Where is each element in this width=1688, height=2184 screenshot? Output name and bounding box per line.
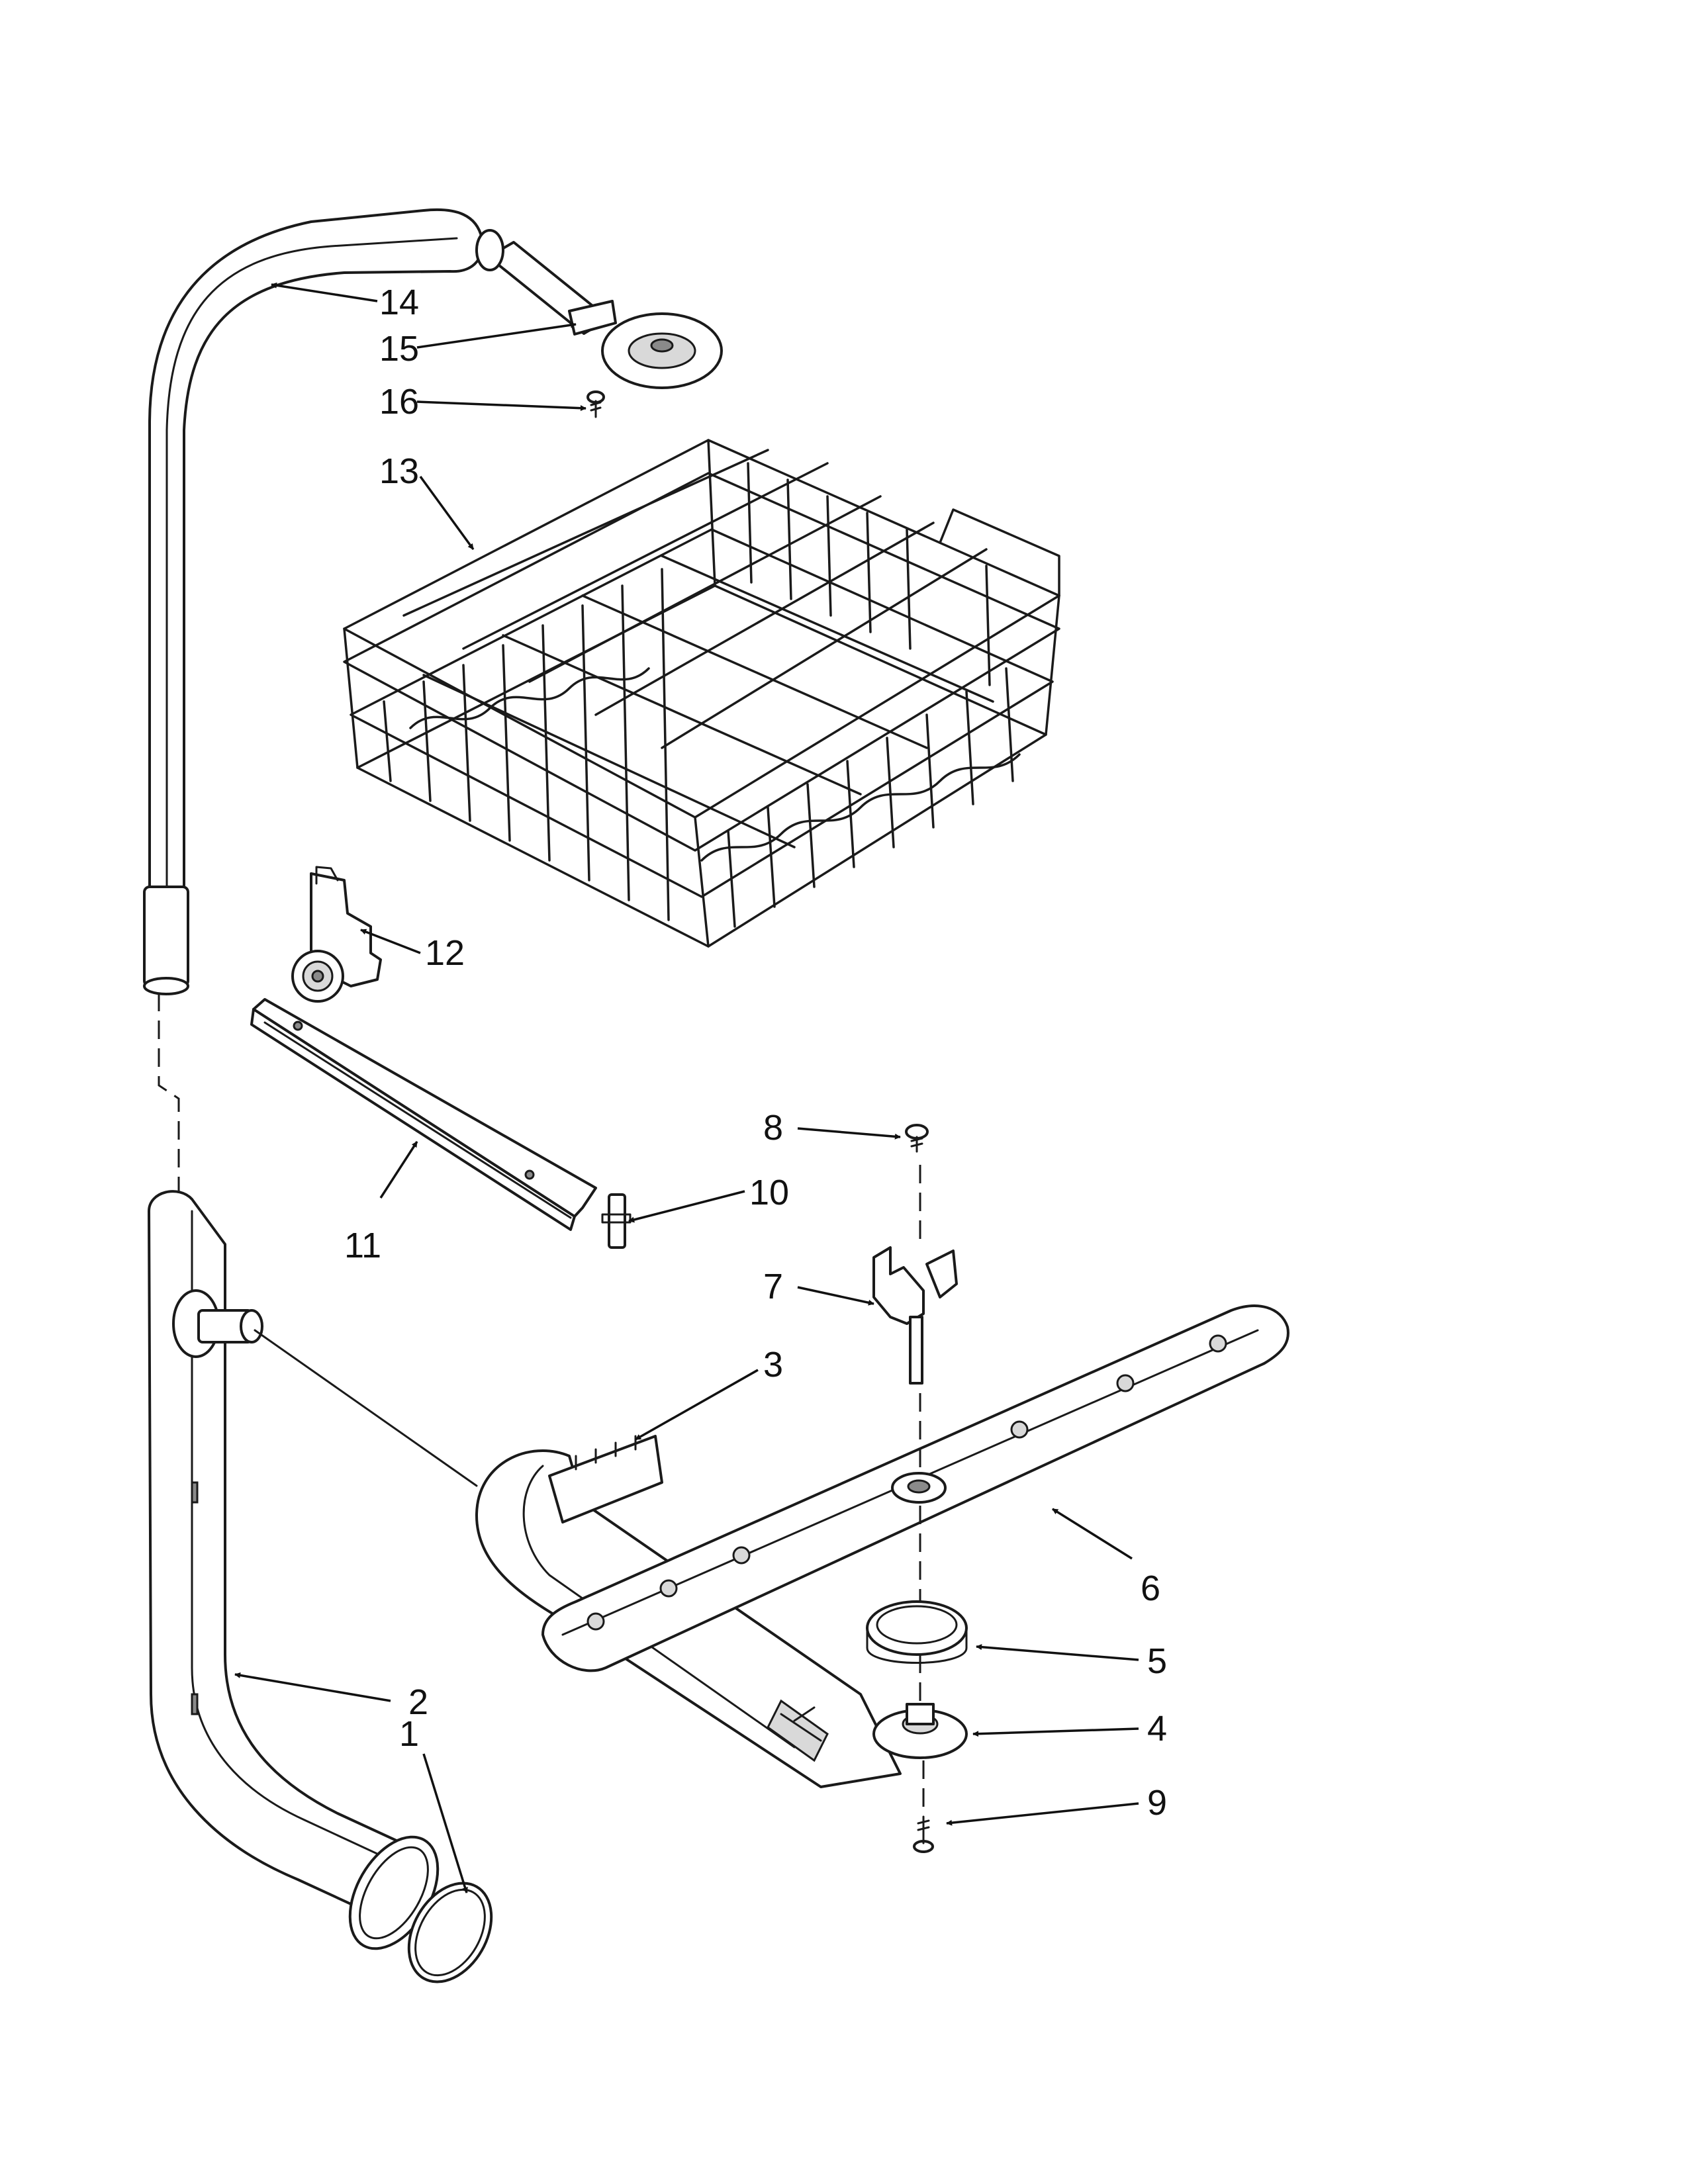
- callout-7: 7: [763, 1267, 783, 1306]
- part-10-end-cap: [601, 1193, 632, 1249]
- callout-5: 5: [1147, 1641, 1167, 1681]
- part-16-screw: [586, 390, 605, 418]
- part-8-screw: [905, 1124, 929, 1153]
- part-1-gasket: [407, 1882, 493, 1983]
- callout-1: 1: [399, 1714, 419, 1754]
- callout-10: 10: [749, 1173, 789, 1212]
- part-7-hub: [872, 1246, 958, 1385]
- part-9-screw: [913, 1815, 934, 1853]
- callout-3: 3: [763, 1345, 783, 1385]
- part-5-seal: [866, 1600, 968, 1664]
- leader-arrows: [234, 282, 1139, 1893]
- callout-11: 11: [344, 1226, 381, 1265]
- alignment-line-tube: [158, 993, 180, 1191]
- callout-2: 2: [408, 1682, 428, 1722]
- part-11-slide-rail: [250, 998, 597, 1231]
- callout-4: 4: [1147, 1709, 1167, 1749]
- callout-9: 9: [1147, 1783, 1167, 1823]
- callout-15: 15: [379, 329, 419, 369]
- callout-16: 16: [379, 382, 419, 422]
- callout-labels: 1 2 3 4 5 6 7 8 9 10 11 12 13 14 15 16: [344, 283, 1167, 1823]
- callout-6: 6: [1141, 1569, 1160, 1608]
- part-13-upper-rack: [343, 439, 1060, 948]
- part-2-lower-supply-tube: [148, 1190, 440, 1950]
- part-6-lower-spray-arm: [541, 1304, 1289, 1672]
- part-4-bearing: [872, 1703, 968, 1759]
- part-12-rack-roller: [291, 866, 382, 1003]
- alignment-line-hub: [919, 1165, 925, 1813]
- connector-line: [254, 1329, 478, 1487]
- callout-14: 14: [379, 283, 419, 322]
- callout-8: 8: [763, 1108, 783, 1148]
- callout-13: 13: [379, 451, 419, 491]
- callout-12: 12: [425, 933, 465, 973]
- part-15-upper-spray-arm-nozzle: [475, 229, 723, 389]
